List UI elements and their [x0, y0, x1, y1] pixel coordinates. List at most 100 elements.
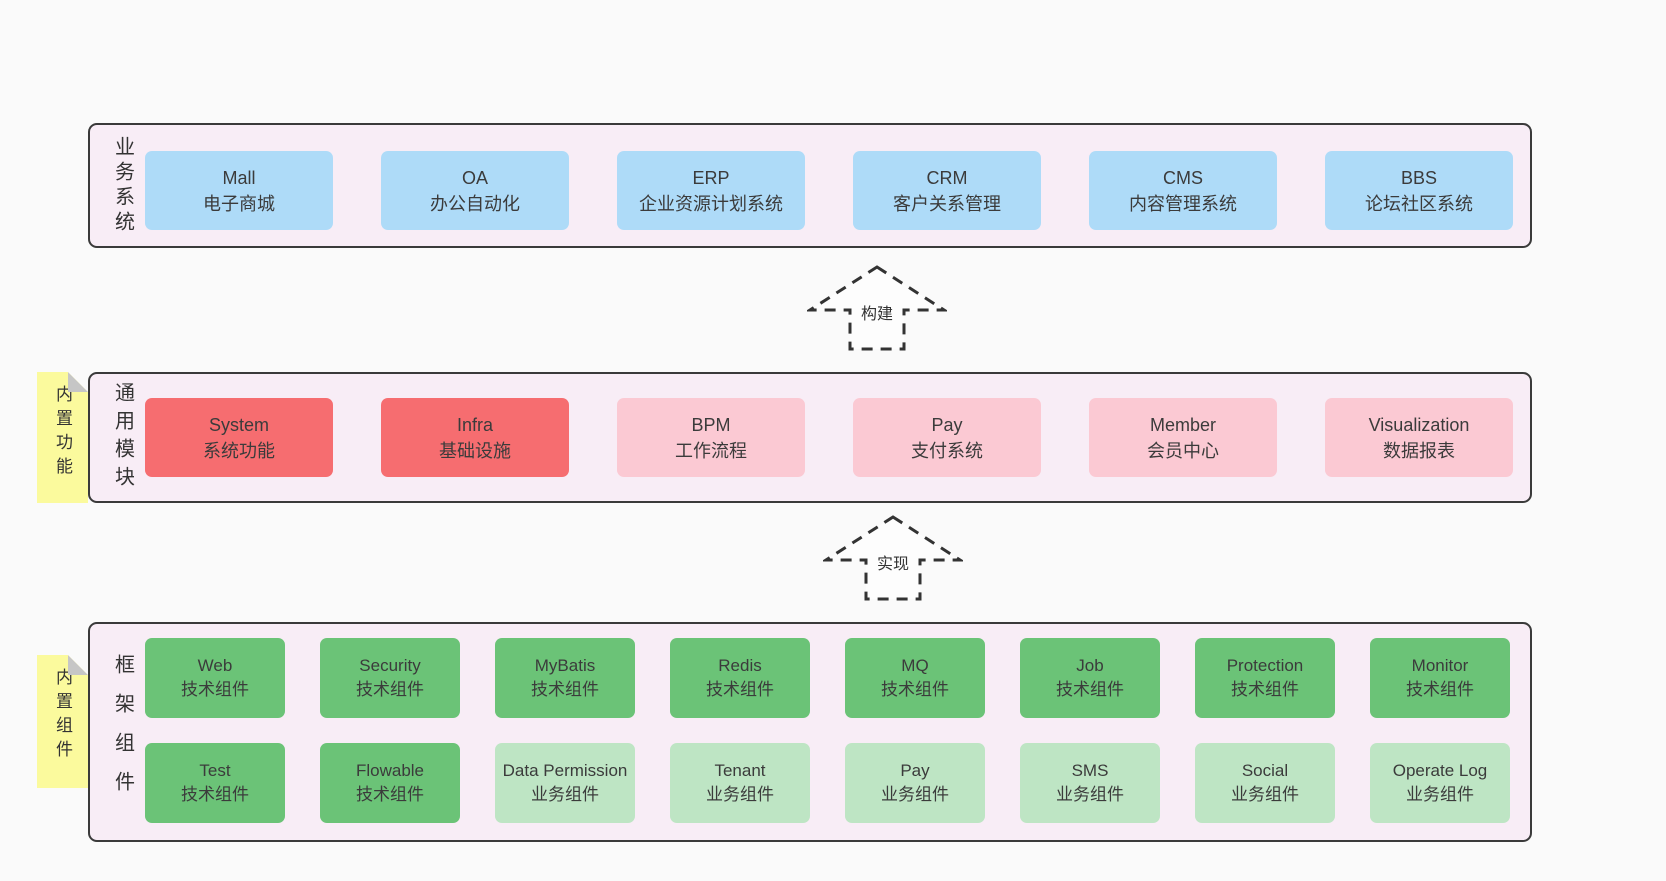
layer-modules-label-wrap: 通用模块: [100, 374, 146, 501]
business-box-row: Mall 电子商城 OA 办公自动化 ERP 企业资源计划系统 CRM 客户关系…: [145, 151, 1513, 230]
layer-framework-label-wrap: 框架组件: [100, 624, 146, 840]
box-title: MyBatis: [534, 656, 596, 675]
sticky-fold-corner-icon: [68, 655, 88, 675]
box-monitor: Monitor 技术组件: [1370, 638, 1510, 718]
sticky-fold-corner-icon: [68, 372, 88, 392]
box-protection: Protection 技术组件: [1195, 638, 1335, 718]
box-subtitle: 企业资源计划系统: [639, 193, 783, 214]
layer-modules-label: 通用模块: [111, 381, 134, 494]
box-title: Tenant: [714, 761, 766, 780]
dashed-up-arrow-icon: [823, 515, 963, 601]
box-system: System 系统功能: [145, 398, 333, 477]
box-subtitle: 业务组件: [1231, 785, 1299, 804]
box-title: Redis: [718, 656, 762, 675]
box-title: CRM: [926, 167, 968, 188]
box-title: Job: [1076, 656, 1104, 675]
box-title: MQ: [901, 656, 929, 675]
build-arrow-label: 构建: [860, 306, 894, 323]
box-title: Flowable: [355, 761, 425, 780]
box-subtitle: 电子商城: [203, 193, 275, 214]
box-subtitle: 技术组件: [706, 680, 774, 699]
box-operate-log: Operate Log 业务组件: [1370, 743, 1510, 823]
box-visualization: Visualization 数据报表: [1325, 398, 1513, 477]
box-subtitle: 办公自动化: [430, 193, 520, 214]
box-title: Protection: [1226, 656, 1304, 675]
layer-business-systems: 业务系统 Mall 电子商城 OA 办公自动化 ERP 企业资源计划系统 CRM…: [88, 123, 1532, 248]
dashed-up-arrow-icon: [807, 265, 947, 351]
box-security: Security 技术组件: [320, 638, 460, 718]
box-title: ERP: [692, 167, 730, 188]
box-sms: SMS 业务组件: [1020, 743, 1160, 823]
box-subtitle: 业务组件: [1406, 785, 1474, 804]
box-job: Job 技术组件: [1020, 638, 1160, 718]
box-pay: Pay 支付系统: [853, 398, 1041, 477]
layer-common-modules: 通用模块 System 系统功能 Infra 基础设施 BPM 工作流程 Pay…: [88, 372, 1532, 503]
box-title: Security: [359, 656, 421, 675]
box-oa: OA 办公自动化: [381, 151, 569, 230]
box-subtitle: 技术组件: [881, 680, 949, 699]
box-bpm: BPM 工作流程: [617, 398, 805, 477]
box-cms: CMS 内容管理系统: [1089, 151, 1277, 230]
box-subtitle: 技术组件: [1231, 680, 1299, 699]
box-subtitle: 内容管理系统: [1129, 193, 1237, 214]
box-mybatis: MyBatis 技术组件: [495, 638, 635, 718]
box-title: System: [208, 414, 269, 435]
layer-framework-label: 框架组件: [111, 654, 134, 810]
layer-framework-components: 框架组件 Web 技术组件 Security 技术组件 MyBatis 技术组件…: [88, 622, 1532, 842]
implement-arrow-label: 实现: [876, 556, 910, 573]
implement-arrow: 实现: [823, 514, 963, 602]
box-subtitle: 业务组件: [706, 785, 774, 804]
box-data-permission: Data Permission 业务组件: [495, 743, 635, 823]
modules-box-row: System 系统功能 Infra 基础设施 BPM 工作流程 Pay 支付系统…: [145, 398, 1513, 477]
box-title: BPM: [691, 414, 731, 435]
box-title: Test: [199, 761, 231, 780]
layer-business-label: 业务系统: [111, 135, 134, 236]
box-subtitle: 论坛社区系统: [1365, 193, 1473, 214]
box-subtitle: 技术组件: [531, 680, 599, 699]
sticky-modules-label: 内置功能: [53, 385, 72, 481]
box-subtitle: 业务组件: [1056, 785, 1124, 804]
box-subtitle: 技术组件: [181, 785, 249, 804]
box-subtitle: 会员中心: [1147, 440, 1219, 461]
box-web: Web 技术组件: [145, 638, 285, 718]
box-redis: Redis 技术组件: [670, 638, 810, 718]
box-member: Member 会员中心: [1089, 398, 1277, 477]
box-title: CMS: [1163, 167, 1203, 188]
box-title: Pay: [931, 414, 963, 435]
box-subtitle: 技术组件: [1056, 680, 1124, 699]
box-subtitle: 客户关系管理: [893, 193, 1001, 214]
box-test: Test 技术组件: [145, 743, 285, 823]
box-subtitle: 技术组件: [356, 785, 424, 804]
box-erp: ERP 企业资源计划系统: [617, 151, 805, 230]
box-subtitle: 技术组件: [181, 680, 249, 699]
box-title: Mall: [222, 167, 256, 188]
box-title: Pay: [900, 761, 930, 780]
sticky-note-builtin-features: 内置功能: [37, 372, 88, 503]
box-subtitle: 支付系统: [911, 440, 983, 461]
box-title: Member: [1149, 414, 1216, 435]
box-tenant: Tenant 业务组件: [670, 743, 810, 823]
box-title: Monitor: [1411, 656, 1469, 675]
sticky-framework-label: 内置组件: [53, 668, 72, 764]
box-pay-biz: Pay 业务组件: [845, 743, 985, 823]
box-title: Operate Log: [1392, 761, 1488, 780]
box-subtitle: 数据报表: [1383, 440, 1455, 461]
box-social: Social 业务组件: [1195, 743, 1335, 823]
box-title: OA: [461, 167, 488, 188]
sticky-note-builtin-components: 内置组件: [37, 655, 88, 788]
box-title: SMS: [1071, 761, 1109, 780]
box-title: Web: [197, 656, 233, 675]
box-mq: MQ 技术组件: [845, 638, 985, 718]
box-title: Infra: [456, 414, 494, 435]
box-title: Visualization: [1368, 414, 1470, 435]
layer-business-label-wrap: 业务系统: [100, 125, 146, 246]
box-crm: CRM 客户关系管理: [853, 151, 1041, 230]
box-flowable: Flowable 技术组件: [320, 743, 460, 823]
box-subtitle: 工作流程: [675, 440, 747, 461]
box-subtitle: 技术组件: [356, 680, 424, 699]
box-bbs: BBS 论坛社区系统: [1325, 151, 1513, 230]
box-subtitle: 业务组件: [531, 785, 599, 804]
box-subtitle: 技术组件: [1406, 680, 1474, 699]
framework-box-row-2: Test 技术组件 Flowable 技术组件 Data Permission …: [145, 743, 1510, 823]
